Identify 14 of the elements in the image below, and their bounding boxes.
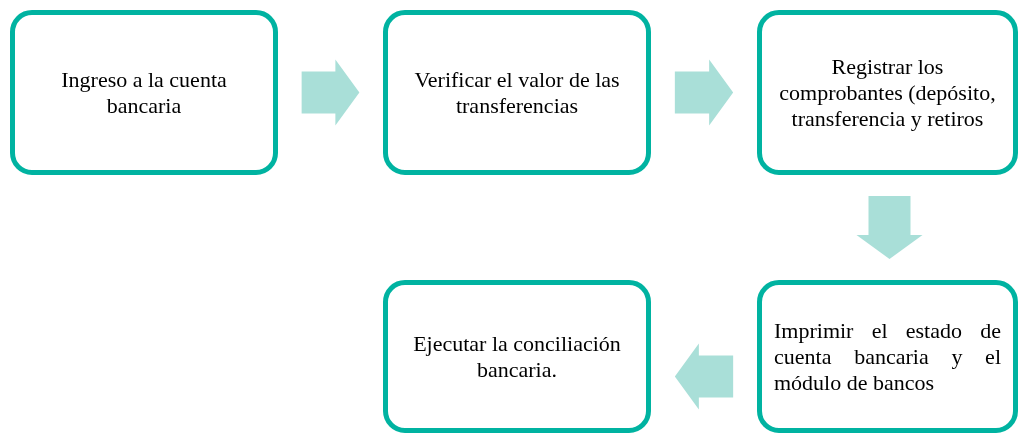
block-arrow — [856, 196, 923, 259]
process-box — [757, 280, 1018, 433]
process-box — [383, 280, 651, 433]
step-text: Ejecutar la conciliación bancaria. — [412, 330, 622, 383]
step-text: Verificar el valor de las transferencias — [413, 66, 621, 119]
process-box — [10, 10, 278, 175]
block-arrow — [301, 59, 360, 126]
block-arrow — [674, 59, 734, 126]
process-box — [757, 10, 1018, 175]
step-text: Imprimir el estado de cuenta bancaria y el módulo de bancos — [774, 317, 1001, 396]
process-box — [383, 10, 651, 175]
block-arrow — [674, 343, 734, 410]
step-text: Ingreso a la cuenta bancaria — [60, 66, 228, 119]
step-text: Registrar los comprobantes (depósito, transferencia y retiros — [778, 53, 997, 132]
